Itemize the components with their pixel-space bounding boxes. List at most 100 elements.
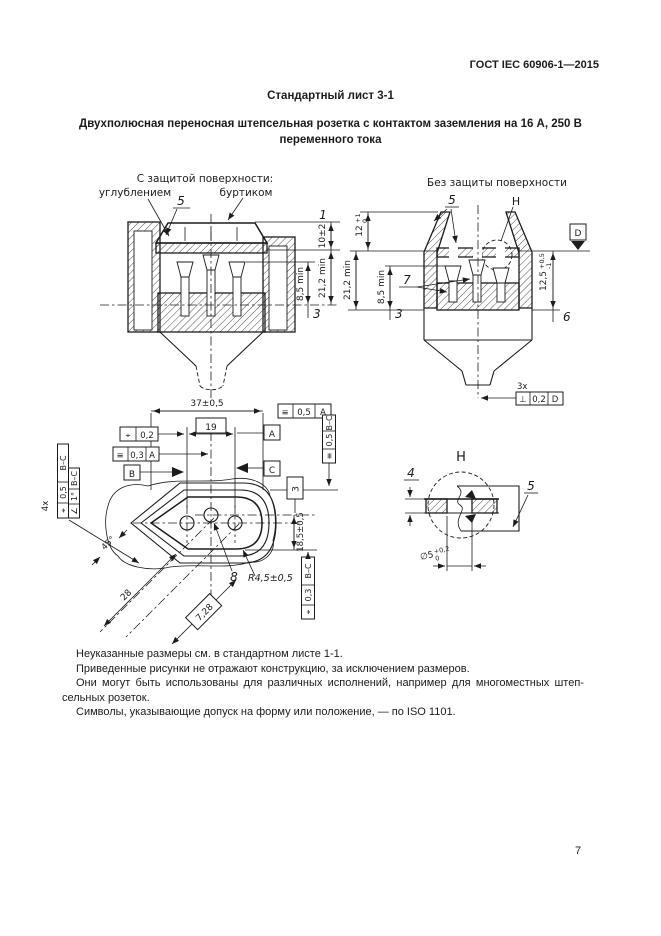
dim-d5-tol-up: +0,2 xyxy=(433,545,450,556)
dim-12: 12 xyxy=(355,225,365,236)
dim-12-5-tol-dn: -1 xyxy=(545,263,553,269)
fcf-perp-datum: D xyxy=(552,395,559,405)
left-caption: С защитой поверхности: xyxy=(137,173,273,185)
datum-b: B xyxy=(123,464,184,481)
ref-number-5: 5 xyxy=(177,194,185,208)
fcf-position-02: ⌖ 0,2 xyxy=(119,426,184,442)
svg-text:0,3: 0,3 xyxy=(130,451,144,461)
ref-number-3: 3 xyxy=(313,307,321,321)
face-view: 37±0,5 ≡ 0,5 A 19 ⌖ xyxy=(41,399,338,645)
detail-h-title: H xyxy=(456,450,466,465)
svg-text:B–C: B–C xyxy=(304,563,313,578)
section-view-protected: С защитой поверхности: углублением бурти… xyxy=(99,173,340,398)
svg-text:0,5: 0,5 xyxy=(297,408,311,418)
radius-dim: R4,5±0,5 8 xyxy=(213,522,293,584)
right-dimensions-left: 12 +1 0 21,2 min 8,5 min 3 xyxy=(343,211,446,321)
doc-reference: ГОСТ IEC 60906-1—2015 xyxy=(469,59,599,71)
dim-28-diagonal: 28 xyxy=(103,553,177,627)
dim-d5-tol-dn: 0 xyxy=(435,554,441,563)
dim-12-5-tol-up: +0,5 xyxy=(538,253,546,269)
ref-number-4: 4 xyxy=(407,466,415,480)
dim-10-2: 10±2 xyxy=(318,224,328,249)
svg-text:A: A xyxy=(149,451,155,461)
ref-number-1: 1 xyxy=(319,208,327,222)
dim-18-5: 18,5±0,5 xyxy=(245,512,317,552)
dim-d5: ∅5 xyxy=(419,550,434,563)
notes-block: Неуказанные размеры см. в стандартном ли… xyxy=(62,647,592,720)
dim-r45: R4,5±0,5 xyxy=(248,573,293,584)
angularity-icon: ∠ xyxy=(70,507,79,514)
dim-8-5-min: 8,5 min xyxy=(296,267,306,301)
left-body xyxy=(100,214,338,398)
dim-18-5-label: 18,5±0,5 xyxy=(296,512,306,552)
detail-ref-5: 5 xyxy=(512,479,538,528)
svg-text:B–C: B–C xyxy=(325,415,334,430)
ref-number-3b: 3 xyxy=(395,307,403,321)
count-4x: 4x xyxy=(41,501,51,511)
note-line-4: сельных розеток. xyxy=(62,691,150,704)
dim-8-5-min-b: 8,5 min xyxy=(377,270,387,304)
datum-a: A xyxy=(237,424,281,441)
datum-b-label: B xyxy=(129,470,135,480)
symmetry-icon-3: ≡ xyxy=(325,453,334,460)
fcf-perpendicularity: 3x ⊥ 0,2 D xyxy=(481,382,564,406)
note-line-3: Они могут быть использованы для различны… xyxy=(76,677,584,690)
ref-number-5b: 5 xyxy=(448,193,456,207)
ref-number-8: 8 xyxy=(230,570,238,584)
datum-c: C xyxy=(236,460,281,477)
detail-h-marker: H xyxy=(512,195,520,208)
position-icon: ⌖ xyxy=(126,431,131,441)
symmetry-icon: ≡ xyxy=(281,408,288,418)
main-title-line2: переменного тока xyxy=(279,134,382,146)
dim-28: 28 xyxy=(119,588,134,603)
position-icon-3: ⌖ xyxy=(304,609,313,614)
left-caption-recess: углублением xyxy=(99,187,171,199)
fcf-4x-frames: 4x ⌖ 0,5 B–C ∠ 1° B–C xyxy=(41,443,140,564)
fcf-symmetry-a: ≡ 0,5 A xyxy=(277,403,332,419)
datum-a-label: A xyxy=(269,430,276,440)
perpendicularity-icon: ⊥ xyxy=(519,395,526,405)
svg-text:B–C: B–C xyxy=(59,455,68,470)
svg-text:B–C: B–C xyxy=(70,471,79,486)
dim-12-5: 12,5 xyxy=(539,271,549,291)
ted-3: 3 xyxy=(292,486,302,492)
detail-dim-d5: ∅5 +0,2 0 xyxy=(419,516,486,571)
face-dim-width: 37±0,5 xyxy=(150,399,264,490)
note-line-5: Символы, указывающие допуск на форму или… xyxy=(76,706,456,719)
page-number: 7 xyxy=(575,845,582,857)
ted-19: 19 xyxy=(186,417,236,508)
svg-text:0,5: 0,5 xyxy=(325,434,334,447)
dim-12-tol-dn: 0 xyxy=(361,219,369,223)
datum-c-label: C xyxy=(269,466,275,476)
section-view-unprotected: Без защиты поверхности 5 H xyxy=(343,177,590,406)
position-icon-2: ⌖ xyxy=(59,508,68,513)
left-caption-rim: буртиком xyxy=(220,187,273,199)
svg-text:0,3: 0,3 xyxy=(304,589,313,602)
ted-728-diagonal: 7,28 xyxy=(171,579,237,645)
main-title-line1: Двухполюсная переносная штепсельная розе… xyxy=(79,118,582,130)
ref-number-5c: 5 xyxy=(527,479,535,493)
note-line-2: Приведенные рисунки не отражают конструк… xyxy=(76,662,470,675)
right-body xyxy=(423,205,533,398)
left-dimensions: 1 10±2 21,2 min 8,5 min 3 xyxy=(246,208,340,321)
svg-text:0,5: 0,5 xyxy=(59,486,68,499)
right-dimensions-right: 12,5 +0,5 -1 6 xyxy=(532,251,571,324)
dim-45: 45° xyxy=(100,535,118,553)
fcf-position-03-bc: ⌖ 0,3 B–C xyxy=(301,552,315,620)
svg-text:0,2: 0,2 xyxy=(140,431,154,441)
detail-h-view: H 4 5 xyxy=(404,450,538,571)
fcf-perp-tol: 0,2 xyxy=(532,395,546,405)
dim-12-tol-up: +1 xyxy=(354,213,362,223)
dim-19: 19 xyxy=(205,423,217,433)
count-3x: 3x xyxy=(517,382,527,392)
dim-21-2-min-b: 21,2 min xyxy=(343,260,353,300)
datum-d-label: D xyxy=(575,229,582,239)
right-caption: Без защиты поверхности xyxy=(427,177,567,189)
ref-number-6: 6 xyxy=(563,310,571,324)
main-title: Двухполюсная переносная штепсельная розе… xyxy=(40,116,621,148)
ted-3-box: 3 xyxy=(286,476,304,513)
dim-21-2-min: 21,2 min xyxy=(318,258,328,298)
fcf-symmetry-bc: ≡ 0,5 B–C xyxy=(270,414,338,491)
